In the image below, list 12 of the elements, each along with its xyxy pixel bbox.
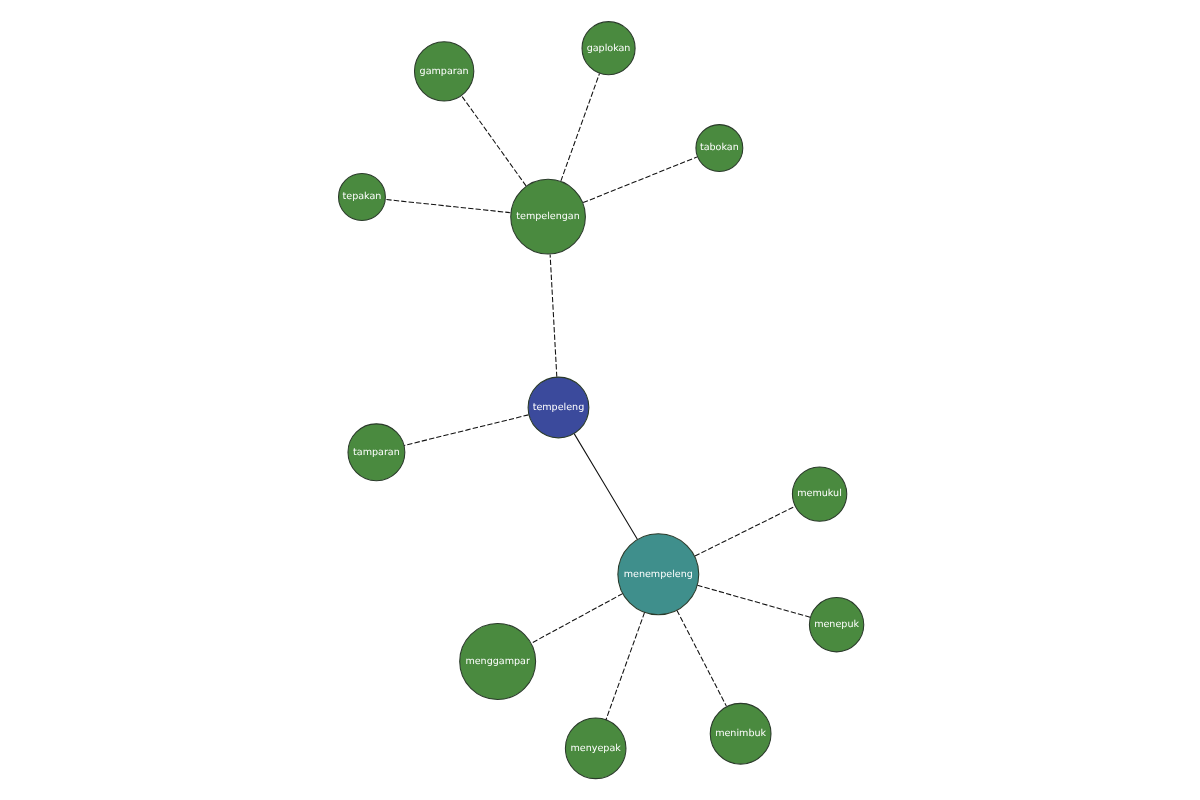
connector [459, 94, 526, 187]
connector [675, 609, 726, 707]
connector [604, 611, 645, 721]
connector [529, 593, 623, 644]
connector [572, 433, 637, 540]
connector [548, 253, 557, 378]
connector [402, 414, 528, 446]
connector [693, 505, 795, 557]
connector [581, 156, 697, 204]
connector [695, 584, 810, 618]
connector [384, 198, 510, 214]
connector [559, 72, 599, 182]
